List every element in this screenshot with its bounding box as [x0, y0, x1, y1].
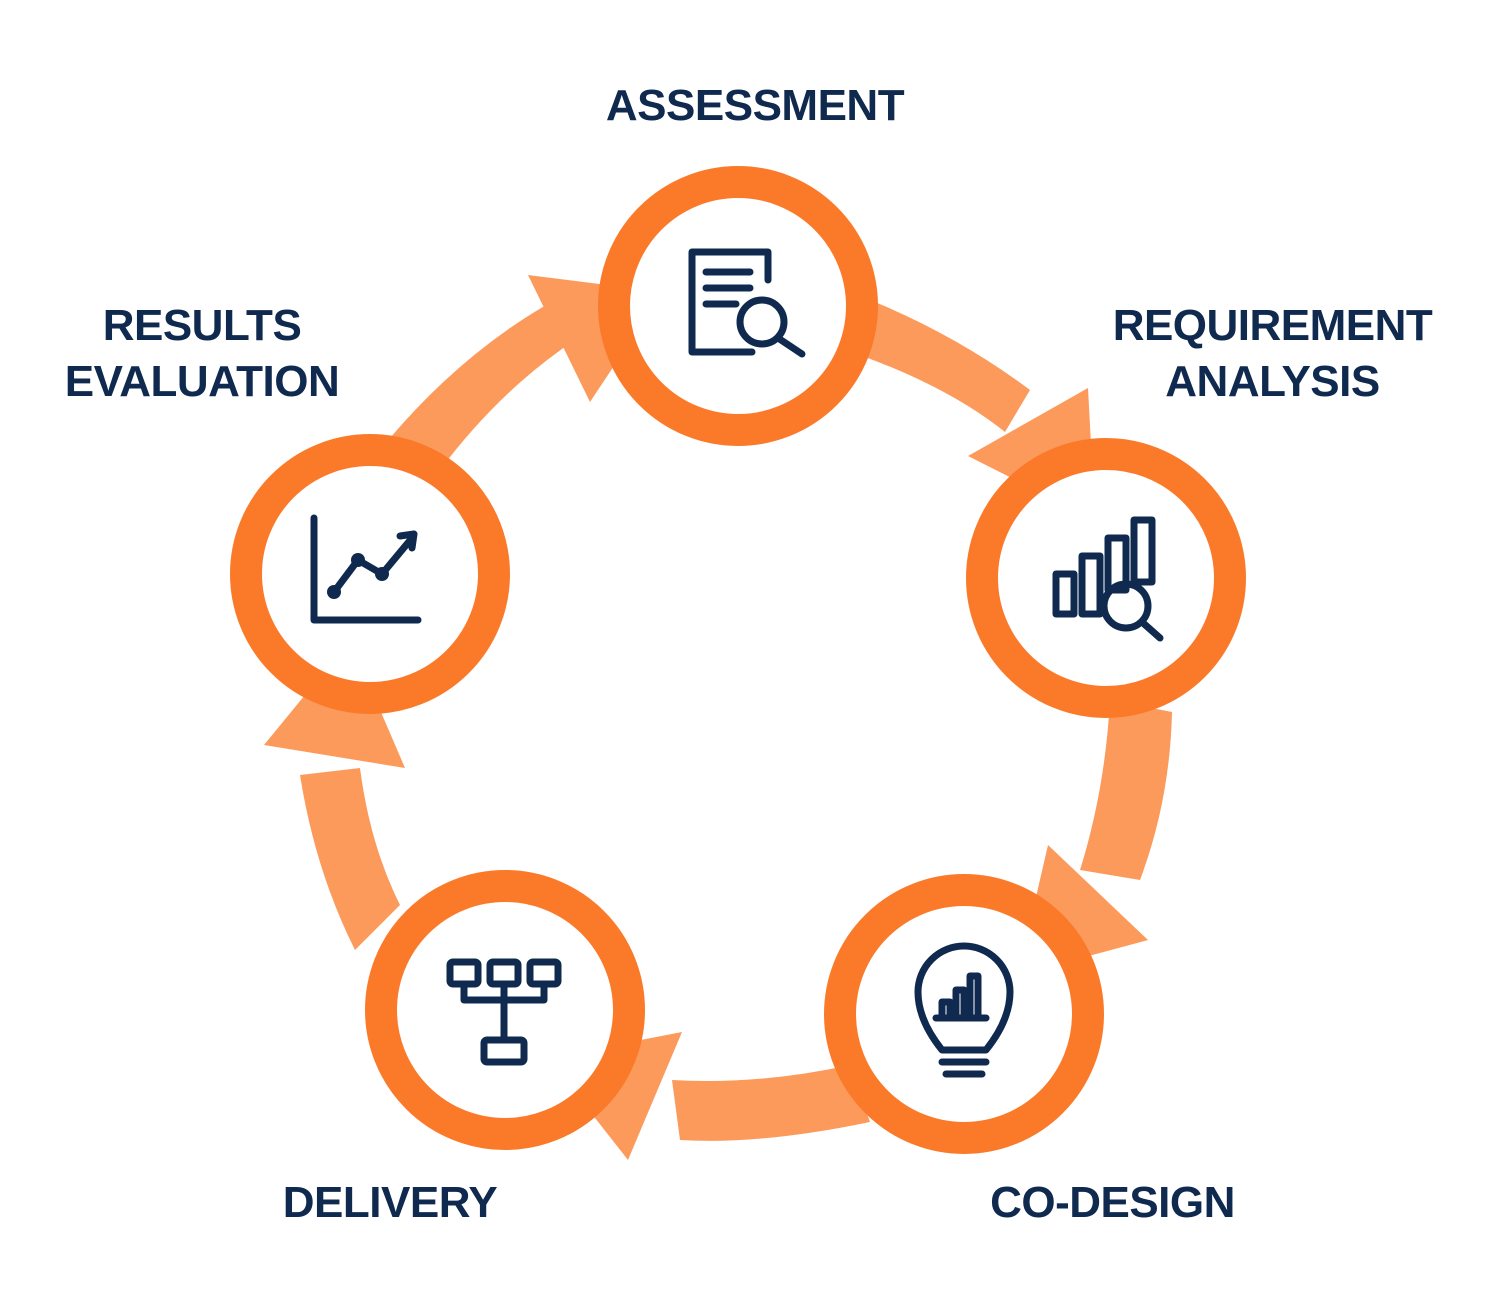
stage-label-delivery: DELIVERY	[270, 1175, 510, 1231]
org-chart-icon	[446, 958, 562, 1066]
stage-label-line: ASSESSMENT	[605, 81, 905, 130]
stage-label-line: DELIVERY	[282, 1178, 498, 1227]
line-chart-dots	[327, 553, 389, 599]
stage-label-line: RESULTS	[102, 301, 302, 350]
results-node	[230, 434, 510, 714]
lightbulb-chart-icon	[914, 942, 1014, 1078]
document-search-icon	[688, 248, 806, 358]
line-chart-icon	[310, 514, 422, 624]
stage-label-line: CO-DESIGN	[990, 1178, 1235, 1227]
stage-label-line: ANALYSIS	[1165, 357, 1380, 406]
stage-label-co-design: CO-DESIGN	[975, 1175, 1250, 1231]
stage-label-results-evaluation: RESULTS EVALUATION	[52, 298, 352, 410]
stage-label-line: REQUIREMENT	[1112, 301, 1433, 350]
stage-label-assessment: ASSESSMENT	[590, 78, 920, 134]
stage-label-line: EVALUATION	[64, 357, 340, 406]
bar-chart-search-icon	[1052, 516, 1164, 642]
stage-label-requirement-analysis: REQUIREMENT ANALYSIS	[1100, 298, 1445, 410]
